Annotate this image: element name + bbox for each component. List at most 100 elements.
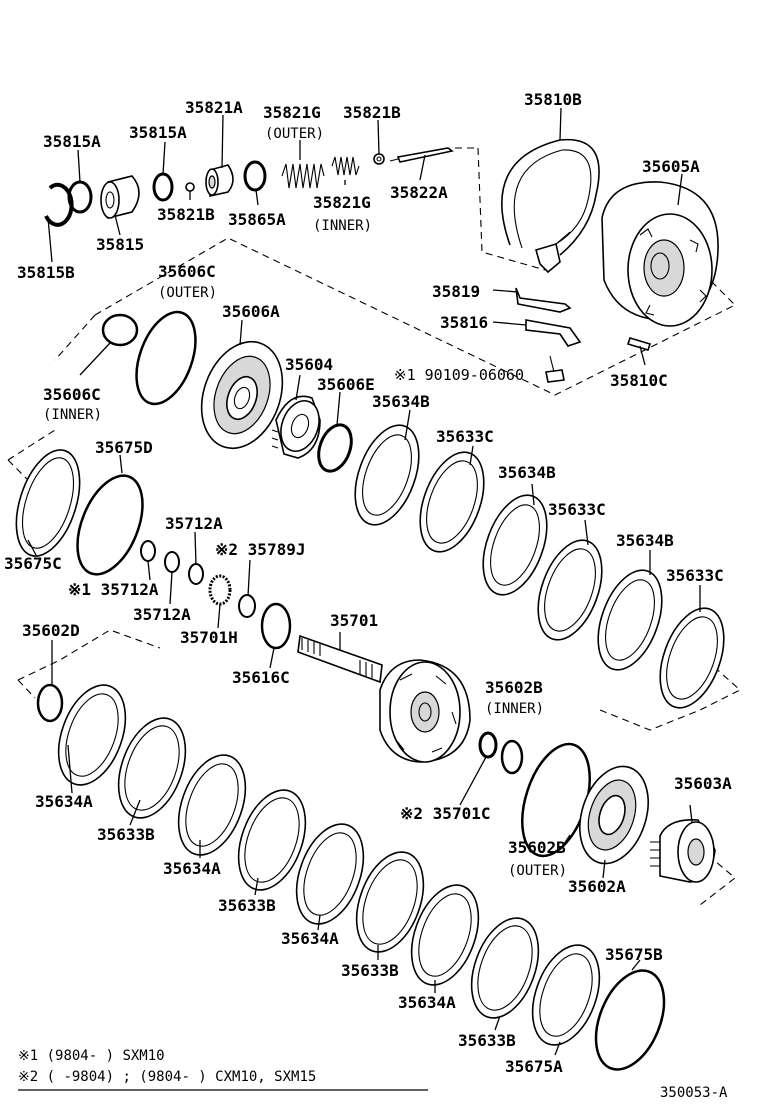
disc-35634B-1: [354, 424, 420, 526]
label-inner-3: (INNER): [485, 701, 544, 717]
footnote-1: ※1 (9804- ) SXM10: [18, 1048, 165, 1064]
label-outer-2: (OUTER): [158, 285, 217, 301]
lever-35819: [515, 287, 572, 313]
o-ring-35602D: [36, 683, 64, 723]
label-35821B-top: 35821B: [343, 103, 401, 122]
label-35634A-4: 35634A: [398, 993, 456, 1012]
label-35712A-3: 35712A: [133, 605, 191, 624]
disc-stack-upper: [354, 424, 725, 709]
label-35634A-3: 35634A: [281, 929, 339, 948]
leader-lines: [27, 107, 701, 1056]
label-35821A: 35821A: [185, 98, 243, 117]
rod-35822A: [389, 147, 454, 163]
snap-ring-35606E: [317, 423, 353, 473]
o-ring-35815A-2: [152, 172, 174, 202]
race-35712A-2: [140, 540, 156, 562]
forward-clutch-group: [15, 310, 353, 576]
label-35712A-1: 35712A: [165, 514, 223, 533]
disc-35633B-3: [355, 851, 425, 953]
disc-35633B-4: [470, 917, 540, 1019]
o-ring-35606C-outer: [135, 310, 197, 406]
label-35675B: 35675B: [605, 945, 663, 964]
disc-35634A-3: [295, 823, 365, 925]
o-ring-35606C-inner: [101, 313, 139, 347]
label-35606E: 35606E: [317, 375, 375, 394]
label-35822A: 35822A: [390, 183, 448, 202]
disc-35633C-1: [419, 451, 485, 553]
label-35602D: 35602D: [22, 621, 80, 640]
label-35821G-outer: 35821G: [263, 103, 321, 122]
label-35701C: ※2 35701C: [400, 804, 490, 823]
piston-35606A: [200, 340, 284, 450]
label-35633B-2: 35633B: [218, 896, 276, 915]
label-35634B-3: 35634B: [616, 531, 674, 550]
label-35633B-3: 35633B: [341, 961, 399, 980]
label-inner-2: (INNER): [43, 407, 102, 423]
label-35634A-2: 35634A: [163, 859, 221, 878]
bearing-35701H: [208, 574, 232, 606]
label-35815B: 35815B: [17, 263, 75, 282]
label-35816: 35816: [440, 313, 488, 332]
hub-35603A: [650, 819, 716, 883]
race-35712A-1: [188, 563, 204, 585]
ring-35675B: [594, 969, 666, 1071]
disc-35634A-1: [57, 684, 127, 786]
input-shaft-35701: [297, 634, 471, 763]
label-35815: 35815: [96, 235, 144, 254]
label-35819: 35819: [432, 282, 480, 301]
label-35606C-outer: 35606C: [158, 262, 216, 281]
label-35634A-1: 35634A: [35, 792, 93, 811]
disc-35633B-1: [117, 717, 187, 819]
label-35675C: 35675C: [4, 554, 62, 573]
label-35602A: 35602A: [568, 877, 626, 896]
label-outer-1: (OUTER): [265, 126, 324, 142]
brake-band-35810B: [501, 138, 600, 274]
plate-35675A: [531, 944, 601, 1046]
label-outer-3: (OUTER): [508, 863, 567, 879]
lever-35816: [525, 319, 582, 347]
label-35633C-2: 35633C: [548, 500, 606, 519]
label-35815A-2: 35815A: [129, 123, 187, 142]
label-35633B-1: 35633B: [97, 825, 155, 844]
footnote-2: ※2 ( -9804) ; (9804- ) CXM10, SXM15: [18, 1069, 316, 1085]
piston-35815: [100, 175, 140, 220]
label-35606C-inner: 35606C: [43, 385, 101, 404]
part-labels: 35821A 35821G (OUTER) 35821B 35810B 3581…: [4, 90, 732, 1076]
direct-clutch-group: [36, 683, 716, 883]
bolt-90109-06060: [545, 355, 565, 383]
accumulator-parts: [44, 147, 454, 227]
ring-35675D: [76, 474, 144, 576]
race-35712A-3: [164, 551, 180, 573]
label-35633B-4: 35633B: [458, 1031, 516, 1050]
plate-35675C: [15, 449, 81, 557]
label-35810B: 35810B: [524, 90, 582, 109]
label-35606A: 35606A: [222, 302, 280, 321]
bearings-races: [140, 540, 292, 650]
label-35865A: 35865A: [228, 210, 286, 229]
label-35675D: 35675D: [95, 438, 153, 457]
label-35815A-1: 35815A: [43, 132, 101, 151]
label-35605A: 35605A: [642, 157, 700, 176]
label-35634B-1: 35634B: [372, 392, 430, 411]
label-35634B-2: 35634B: [498, 463, 556, 482]
footnotes: ※1 (9804- ) SXM10 ※2 ( -9804) ; (9804- )…: [18, 1048, 728, 1101]
label-35604: 35604: [285, 355, 333, 374]
piston-35602A: [579, 765, 649, 865]
label-inner-1: (INNER): [313, 218, 372, 234]
disc-35633C-3: [659, 607, 725, 709]
snap-ring-35616C: [260, 602, 292, 650]
disc-stack-lower: [57, 684, 666, 1071]
diagram-code: 350053-A: [660, 1085, 728, 1101]
label-35616C: 35616C: [232, 668, 290, 687]
washer-35821B-mid: [185, 182, 195, 192]
disc-35634A-2: [177, 754, 247, 856]
label-35789J: ※2 35789J: [215, 540, 305, 559]
hub-35604: [271, 395, 321, 459]
label-90109-06060: ※1 90109-06060: [394, 366, 524, 384]
spring-35821G-outer: [281, 163, 325, 189]
race-35789J: [238, 594, 256, 618]
label-35602B-inner: 35602B: [485, 678, 543, 697]
pin-35810C: [626, 337, 652, 351]
label-35603A: 35603A: [674, 774, 732, 793]
